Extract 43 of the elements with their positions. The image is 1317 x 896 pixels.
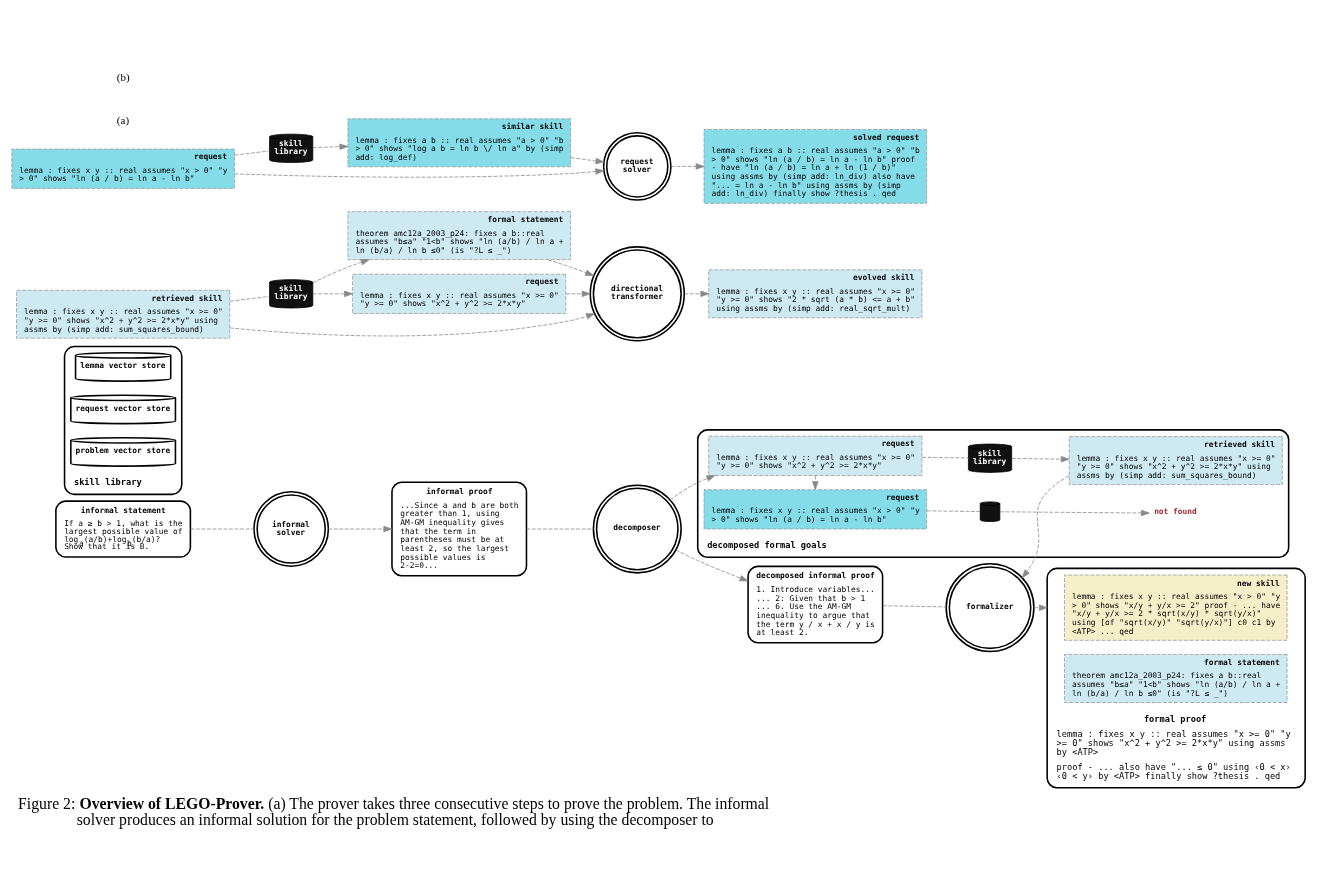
arrow: [684, 290, 710, 297]
node-box: evolved skill lemma : fixes x y :: real assumes "x >= 0" "y >= 0" shows "2 * sqrt (a * b) <= a + b" using assms by (simp add: real_sqrt_mult): [708, 269, 923, 319]
node-box: informal proof ...Since a and b are both greater than 1, using AM-GM inequality gives that the term in parentheses must be at least 2, so the largest possible values is 2-2=0...: [391, 481, 528, 577]
arrow: [999, 509, 1150, 517]
node-box: request lemma : fixes x y :: real assumes "x >= 0" "y >= 0" shows "x^2 + y^2 >= 2*x*y": [708, 435, 923, 476]
node-box: retrieved skill lemma : fixes x y :: real assumes "x >= 0" "y >= 0" shows "x^2 + y^2 >= 2*x*y" using assms by (simp add: sum_squares_bound): [1068, 436, 1283, 485]
node-box: formal statement theorem amc12a_2003_p24: fixes a b::real assumes "b≤a" "1<b" shows "ln (a/b) / ln a + ln (b/a) / ln b ≤0" (is "?L ≤ _"): [347, 211, 571, 260]
connector: [926, 510, 981, 512]
connector: [234, 150, 270, 156]
caption: Figure 2: Overview of LEGO-Prover. (a) The prover takes three consecutive steps to prove the problem. The informal solver produces an informal solution for the problem statement, followed by using the decomposer to: [18, 795, 770, 828]
connector: [190, 528, 255, 530]
node-text: not found: [1154, 507, 1197, 517]
connector: [526, 528, 594, 530]
arrow: [670, 163, 705, 170]
node-box: solved request lemma : fixes a b :: real assumes "a > 0" "b > 0" shows "ln (a / b) = ln a - ln b" proof - have "ln (a / b) = ln a + ln (1 / b)" using assms by (simp add: ln_div) also have "... = ln a - ln b" using assms by (simp add: ln_div) finally show ?thesis . qed: [703, 129, 928, 204]
arrow: [812, 475, 819, 490]
arrow: [565, 290, 591, 297]
node-box: request lemma : fixes x y :: real assumes "x >= 0" "y >= 0" shows "x^2 + y^2 >= 2*x*y": [352, 273, 567, 314]
arrow: [675, 549, 749, 582]
node-box: new skill lemma : fixes x y :: real assumes "x > 0" "y > 0" shows "x/y + y/x >= 2" proof - ... have "x/y + y/x >= 2 * sqrt(x/y) * sqrt(y/x)" using [of "sqrt(x/y)" "sqrt(y/x)"] c0 c1 by <ATP> ... qed: [1064, 574, 1288, 641]
arrow: [312, 290, 353, 297]
arrow: [1033, 604, 1048, 611]
label: (a): [116, 113, 130, 126]
node-box: retrieved skill lemma : fixes x y :: real assumes "x >= 0" "y >= 0" shows "x^2 + y^2 >= 2*x*y" using assms by (simp add: sum_squares_bound): [16, 289, 231, 339]
arrow: [669, 475, 716, 501]
connector: [229, 296, 270, 302]
node-box: formal statement theorem amc12a_2003_p24: fixes a b::real assumes "b≤a" "1<b" shows "ln (a/b) / ln a + ln (b/a) / ln b ≤0" (is "?L ≤ _"): [1064, 654, 1288, 703]
arrow: [1021, 475, 1070, 579]
node-box: request lemma : fixes x y :: real assumes "x > 0" "y > 0" shows "ln (a / b) = ln a - ln b": [11, 148, 235, 189]
arrow: [312, 259, 370, 284]
node-box: decomposed informal proof 1. Introduce variables... ... 2: Given that b > 1 ... 6. Use the AM-GM inequality to argue that the term y / x + x / y is at least 2.: [747, 565, 884, 644]
arrow: [229, 313, 595, 337]
arrow: [312, 143, 349, 150]
connector: [921, 456, 969, 459]
node-box: similar skill lemma : fixes a b :: real assumes "a > 0" "b > 0" shows "log a b = ln b \/ ln a" by (simp add: log_def): [347, 118, 571, 168]
arrow: [547, 259, 594, 276]
arrow: [327, 525, 393, 533]
node-box: request lemma : fixes x y :: real assumes "x > 0" "y > 0" shows "ln (a / b) = ln a - ln b": [703, 489, 928, 530]
arrow: [570, 157, 605, 165]
arrow: [234, 168, 605, 178]
label: (b): [116, 71, 130, 84]
arrow: [1011, 456, 1070, 463]
connector: [882, 605, 947, 608]
